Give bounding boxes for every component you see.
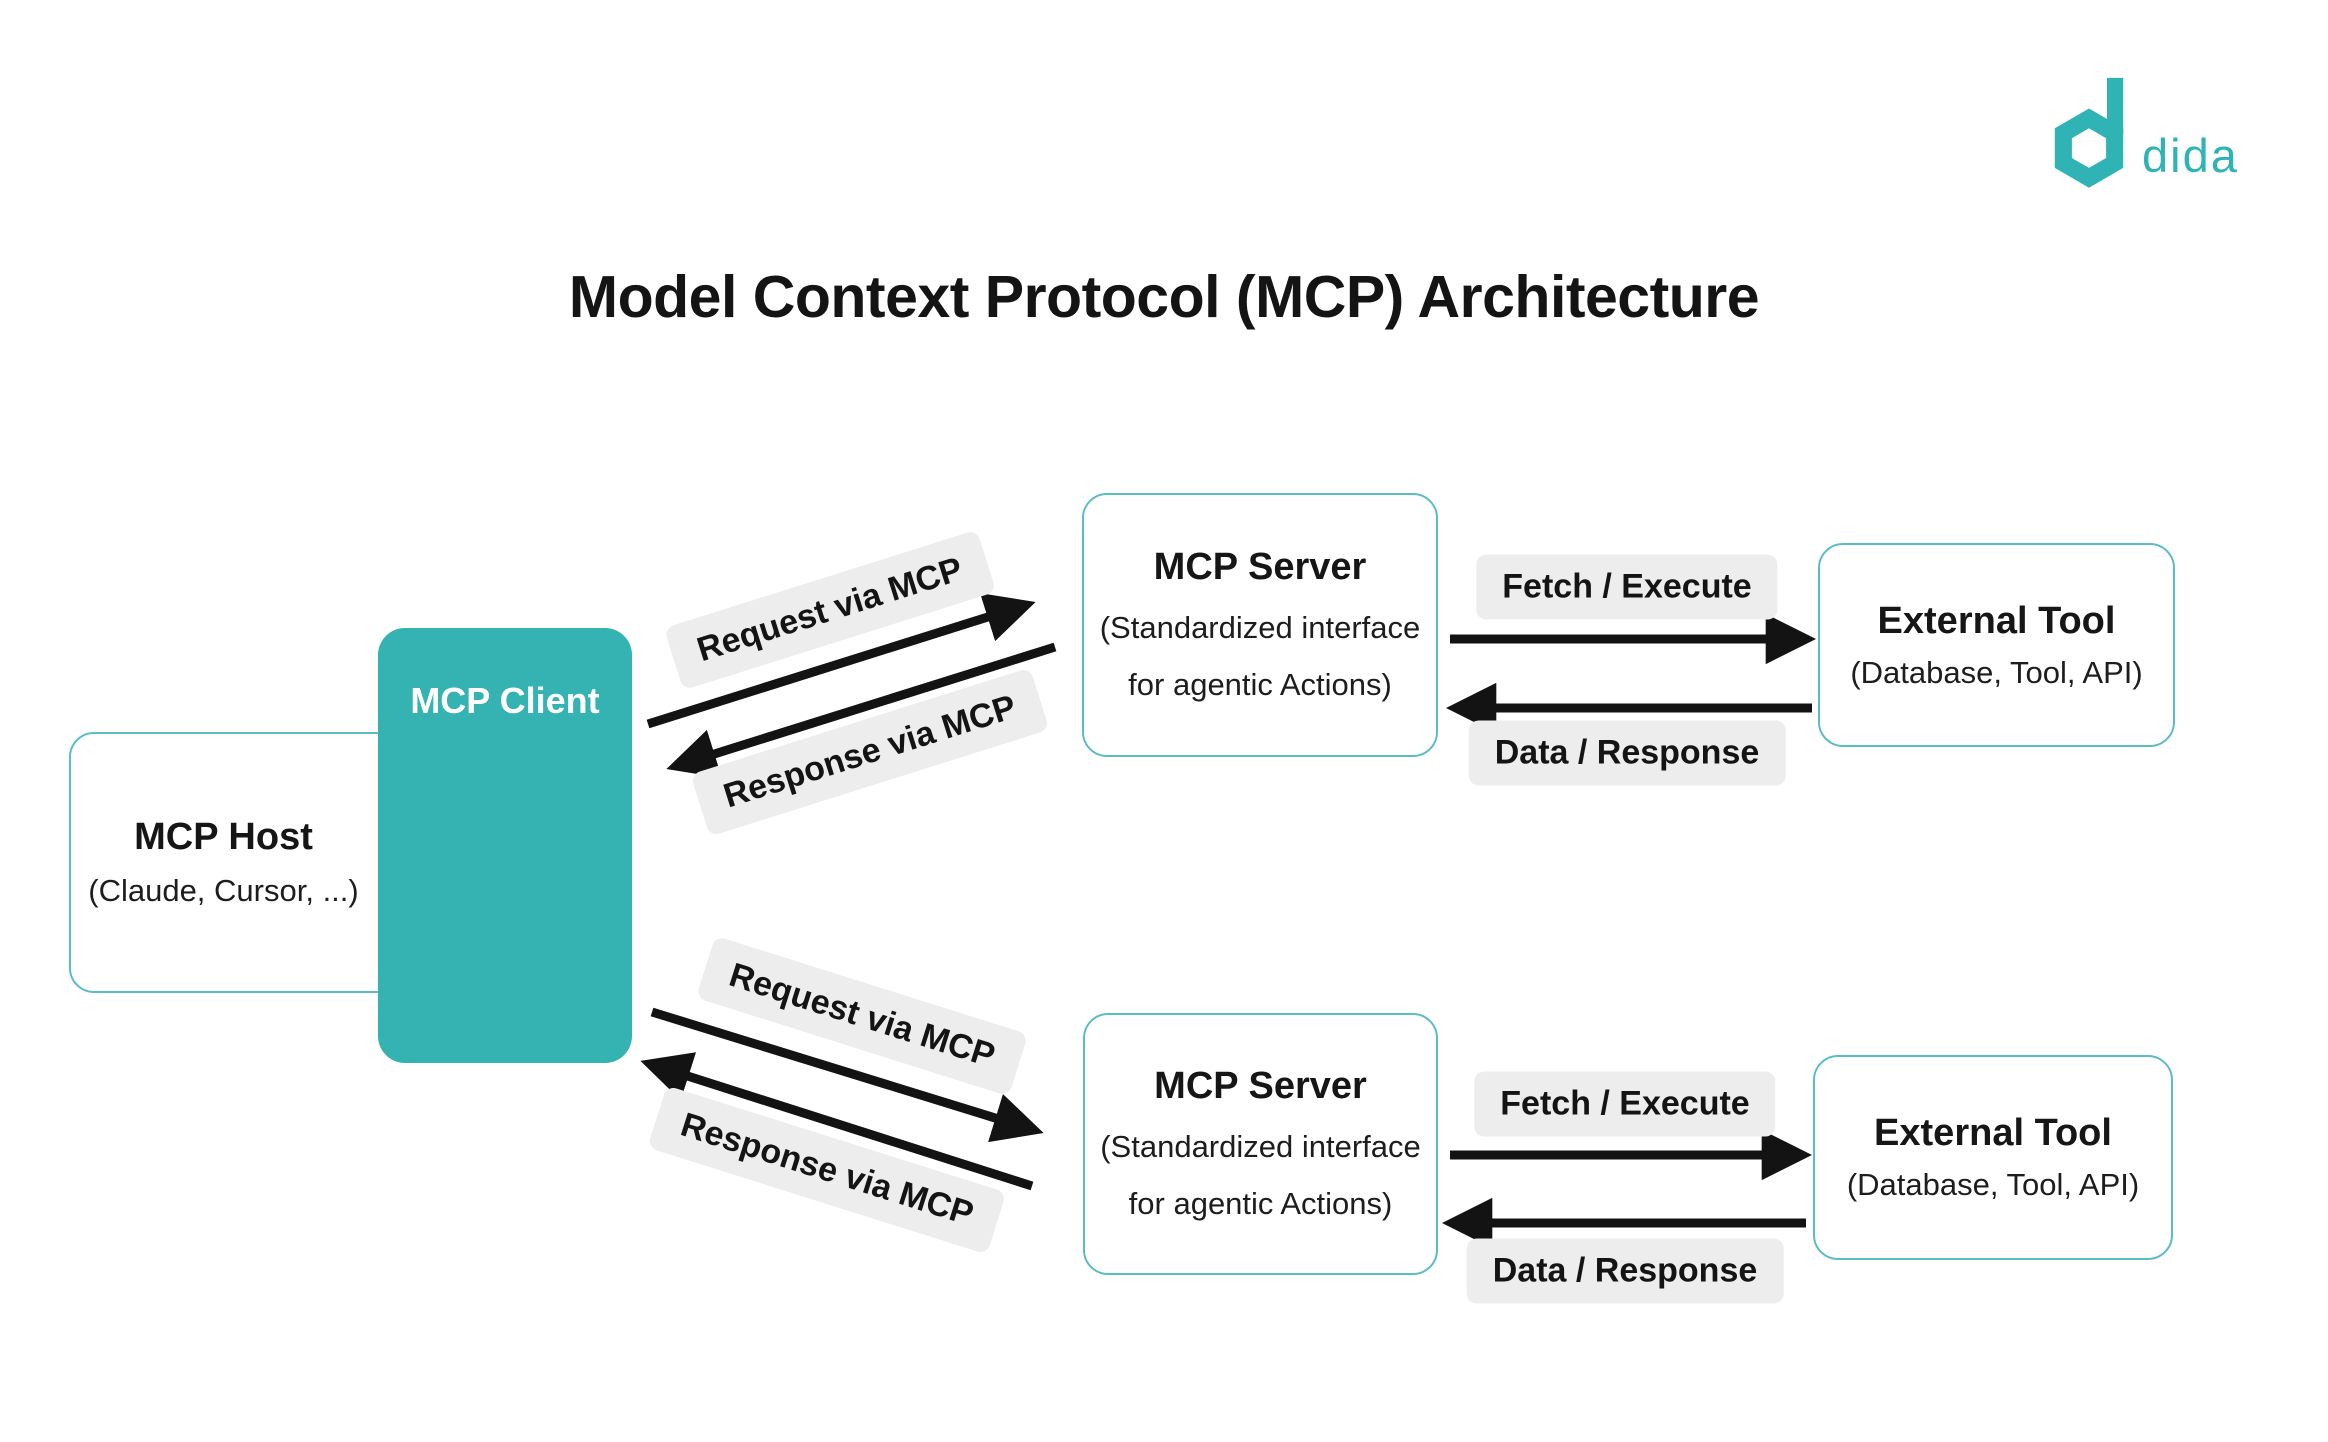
- external-tool-bottom-title: External Tool: [1874, 1112, 2112, 1154]
- mcp-server-bottom-subtitle-line2: for agentic Actions): [1128, 1185, 1393, 1221]
- external-tool-top-subtitle: (Database, Tool, API): [1850, 654, 2143, 690]
- mcp-server-top-subtitle-line2: for agentic Actions): [1128, 666, 1392, 702]
- mcp-client-box: MCP Client: [378, 628, 632, 1063]
- mcp-client-title: MCP Client: [410, 680, 600, 721]
- response-top-arrow: [666, 642, 1057, 778]
- response-bottom-arrow: [640, 1052, 1034, 1191]
- hexagon-d-logo-icon: [2054, 77, 2124, 188]
- data-bottom-label: Data / Response: [1466, 1238, 1784, 1304]
- request-bottom-arrow: [650, 1007, 1044, 1143]
- mcp-server-top-subtitle-line1: (Standardized interface: [1099, 609, 1421, 645]
- external-tool-bottom-box: External Tool (Database, Tool, API): [1813, 1055, 2173, 1260]
- logo-wordmark: dida: [2142, 129, 2239, 182]
- external-tool-bottom-subtitle: (Database, Tool, API): [1846, 1167, 2140, 1202]
- page-title: Model Context Protocol (MCP) Architectur…: [568, 264, 1760, 330]
- mcp-server-bottom-title: MCP Server: [1154, 1064, 1367, 1107]
- fetch-top-label: Fetch / Execute: [1476, 554, 1778, 620]
- external-tool-top-title: External Tool: [1877, 599, 2116, 642]
- external-tool-top-box: External Tool (Database, Tool, API): [1818, 543, 2175, 747]
- mcp-host-subtitle: (Claude, Cursor, ...): [88, 873, 359, 908]
- mcp-server-top-title: MCP Server: [1153, 545, 1367, 588]
- data-top-label: Data / Response: [1468, 720, 1786, 786]
- mcp-server-bottom-subtitle-line1: (Standardized interface: [1100, 1128, 1421, 1164]
- fetch-bottom-label: Fetch / Execute: [1474, 1071, 1776, 1137]
- request-top-arrow: [646, 593, 1036, 729]
- mcp-server-bottom-box: MCP Server (Standardized interface for a…: [1083, 1013, 1438, 1275]
- mcp-server-top-box: MCP Server (Standardized interface for a…: [1082, 493, 1438, 757]
- dida-logo: dida: [2044, 74, 2239, 206]
- mcp-host-title: MCP Host: [134, 816, 313, 858]
